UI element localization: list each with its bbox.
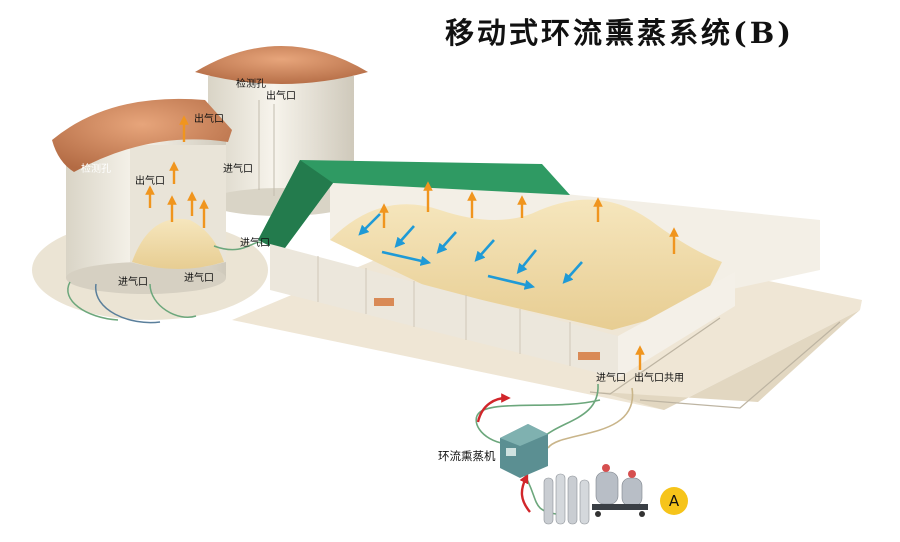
label-outlet-left-silo-mid: 出气口	[135, 176, 165, 187]
machine-top	[500, 424, 548, 446]
red-arrow-in	[519, 473, 531, 513]
pipe	[149, 283, 197, 318]
diagram-title: 移动式环流熏蒸系统(B)	[445, 16, 794, 50]
silo-left-grain	[132, 218, 224, 269]
arrow-circulation	[394, 225, 415, 248]
machine-panel	[506, 448, 516, 456]
arrow-circulation	[381, 250, 432, 266]
silo-right-roof	[195, 46, 368, 84]
arrow-circulation	[562, 261, 583, 284]
label-inlet-left-silo-bottom: 进气口	[184, 273, 214, 284]
cylinder	[555, 473, 566, 525]
arrow-circulation	[436, 231, 457, 254]
warehouse	[232, 160, 862, 410]
silo-right	[195, 46, 368, 216]
fumigation-machine	[500, 424, 548, 478]
warehouse-roof	[258, 160, 570, 252]
label-warehouse-outlet-shared: 出气口共用	[634, 373, 684, 384]
label-inlet-left-silo-base: 进气口	[118, 277, 148, 288]
pipe	[213, 241, 263, 251]
label-warehouse-inlet: 进气口	[596, 373, 626, 384]
arrow-circulation	[358, 213, 381, 236]
arrow-circulation	[487, 274, 536, 290]
dosing-tank	[595, 471, 619, 505]
label-outlet-left-silo-top: 出气口	[194, 114, 224, 125]
valve	[628, 470, 636, 478]
dosing-tank	[621, 477, 643, 507]
hose	[547, 387, 634, 449]
valve	[602, 464, 610, 472]
wheel	[595, 511, 601, 517]
arrow-circulation	[474, 239, 495, 262]
label-machine: 环流熏蒸机	[438, 449, 496, 463]
vent-door	[374, 298, 394, 306]
label-inlet-left-silo-side: 进气口	[240, 238, 270, 249]
gas-cylinders	[543, 464, 648, 525]
red-arrow-out	[476, 393, 511, 423]
rig-frame	[592, 504, 648, 510]
gas-flow-up-arrows	[145, 115, 679, 370]
arrow-circulation	[516, 249, 538, 275]
side-wall	[618, 272, 735, 378]
badge-a: A	[660, 487, 688, 515]
wheel	[639, 511, 645, 517]
cylinder	[543, 477, 554, 525]
pipe	[95, 283, 161, 324]
warehouse-roof-edge	[258, 160, 333, 252]
label-detect-hole-left: 检测孔	[81, 164, 111, 175]
pipe	[67, 281, 119, 321]
gas-circulation-arrows	[358, 213, 583, 290]
label-inlet-right-silo: 进气口	[223, 164, 253, 175]
cylinder	[567, 475, 578, 525]
warehouse-ground-edge	[600, 310, 860, 410]
vent-door	[578, 352, 600, 360]
silo-left-base	[66, 262, 226, 294]
label-detect-hole-right: 检测孔	[236, 79, 266, 90]
front-wall	[270, 244, 618, 378]
duct	[639, 321, 841, 409]
cylinder	[579, 479, 590, 525]
duct	[589, 317, 721, 395]
label-outlet-right-silo: 出气口	[266, 91, 296, 102]
